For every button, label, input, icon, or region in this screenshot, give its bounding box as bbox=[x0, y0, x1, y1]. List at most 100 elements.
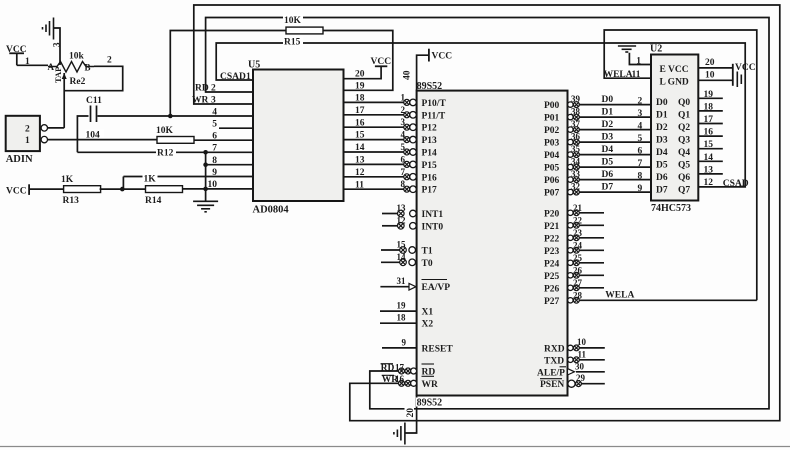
svg-text:16: 16 bbox=[395, 374, 405, 384]
svg-text:33: 33 bbox=[571, 169, 581, 179]
svg-text:R13: R13 bbox=[63, 196, 80, 206]
svg-text:Q1: Q1 bbox=[678, 110, 690, 120]
svg-text:25: 25 bbox=[573, 253, 583, 263]
svg-text:P17: P17 bbox=[422, 186, 438, 196]
svg-text:3: 3 bbox=[52, 42, 62, 47]
svg-text:15: 15 bbox=[704, 140, 714, 150]
svg-text:16: 16 bbox=[355, 118, 365, 128]
svg-text:1: 1 bbox=[246, 72, 251, 82]
svg-text:10K: 10K bbox=[156, 126, 174, 136]
svg-text:D3: D3 bbox=[656, 135, 668, 145]
svg-text:INT1: INT1 bbox=[422, 210, 444, 220]
svg-text:74HC573: 74HC573 bbox=[651, 203, 691, 214]
svg-text:P01: P01 bbox=[544, 114, 560, 124]
svg-text:Q2: Q2 bbox=[678, 123, 690, 133]
svg-text:2: 2 bbox=[211, 84, 216, 94]
svg-text:18: 18 bbox=[355, 94, 365, 104]
svg-text:D2: D2 bbox=[656, 123, 668, 133]
svg-text:2: 2 bbox=[25, 125, 30, 135]
svg-text:VCC: VCC bbox=[735, 63, 756, 73]
svg-text:P22: P22 bbox=[544, 234, 560, 244]
svg-text:ADIN: ADIN bbox=[6, 154, 33, 165]
svg-text:D1: D1 bbox=[602, 108, 614, 118]
svg-text:20: 20 bbox=[355, 70, 365, 80]
svg-text:Q6: Q6 bbox=[678, 173, 690, 183]
svg-text:13: 13 bbox=[704, 165, 714, 175]
svg-text:10: 10 bbox=[577, 337, 587, 347]
svg-text:P27: P27 bbox=[544, 297, 560, 307]
svg-text:INT0: INT0 bbox=[422, 222, 444, 232]
svg-text:D3: D3 bbox=[602, 133, 614, 143]
svg-text:D7: D7 bbox=[602, 183, 614, 193]
svg-text:RXD: RXD bbox=[544, 344, 565, 354]
svg-text:1: 1 bbox=[636, 57, 641, 67]
svg-text:D2: D2 bbox=[602, 120, 614, 130]
svg-text:WELA: WELA bbox=[604, 70, 633, 80]
svg-text:1: 1 bbox=[401, 92, 406, 102]
svg-text:D7: D7 bbox=[656, 186, 668, 196]
svg-text:10: 10 bbox=[705, 71, 715, 81]
svg-text:12: 12 bbox=[397, 215, 407, 225]
svg-text:P12: P12 bbox=[422, 124, 438, 134]
svg-text:26: 26 bbox=[573, 265, 583, 275]
svg-text:P14: P14 bbox=[422, 149, 438, 159]
svg-text:D5: D5 bbox=[602, 158, 614, 168]
svg-text:9: 9 bbox=[212, 168, 217, 178]
svg-text:17: 17 bbox=[704, 115, 714, 125]
svg-text:P24: P24 bbox=[544, 259, 560, 269]
svg-text:L GND: L GND bbox=[660, 78, 689, 88]
svg-text:P13: P13 bbox=[422, 136, 438, 146]
svg-text:21: 21 bbox=[573, 203, 583, 213]
svg-text:28: 28 bbox=[573, 290, 583, 300]
svg-text:5: 5 bbox=[401, 142, 406, 152]
svg-text:VCC: VCC bbox=[6, 187, 27, 197]
svg-text:P16: P16 bbox=[422, 173, 438, 183]
svg-text:19: 19 bbox=[397, 301, 407, 311]
svg-text:TXD: TXD bbox=[544, 356, 564, 366]
svg-text:11: 11 bbox=[578, 349, 587, 359]
svg-text:12: 12 bbox=[704, 178, 714, 188]
svg-text:89S52: 89S52 bbox=[417, 398, 443, 409]
svg-text:P25: P25 bbox=[544, 272, 560, 282]
svg-text:18: 18 bbox=[704, 102, 714, 112]
svg-text:15: 15 bbox=[355, 131, 365, 141]
svg-text:24: 24 bbox=[573, 240, 583, 250]
svg-text:RD: RD bbox=[381, 363, 395, 373]
svg-text:27: 27 bbox=[573, 278, 583, 288]
svg-text:6: 6 bbox=[212, 132, 217, 142]
svg-text:38: 38 bbox=[571, 107, 581, 117]
svg-text:P03: P03 bbox=[544, 139, 560, 149]
svg-text:13: 13 bbox=[355, 156, 365, 166]
svg-text:EA/VP: EA/VP bbox=[422, 283, 451, 293]
svg-text:2: 2 bbox=[638, 97, 643, 107]
svg-text:29: 29 bbox=[576, 373, 586, 383]
svg-text:X2: X2 bbox=[422, 320, 434, 330]
svg-text:34: 34 bbox=[571, 157, 581, 167]
svg-text:D0: D0 bbox=[602, 95, 614, 105]
svg-text:13: 13 bbox=[397, 203, 407, 213]
svg-text:4: 4 bbox=[401, 130, 406, 140]
svg-text:1: 1 bbox=[25, 136, 30, 146]
svg-text:6: 6 bbox=[401, 154, 406, 164]
svg-text:E VCC: E VCC bbox=[660, 65, 689, 75]
svg-text:14: 14 bbox=[397, 252, 407, 262]
svg-text:7: 7 bbox=[401, 167, 406, 177]
svg-text:5: 5 bbox=[638, 134, 643, 144]
svg-text:6: 6 bbox=[638, 147, 643, 157]
svg-text:R14: R14 bbox=[145, 196, 162, 206]
svg-text:P15: P15 bbox=[422, 161, 438, 171]
svg-text:Re2: Re2 bbox=[70, 77, 86, 87]
svg-text:5: 5 bbox=[212, 120, 217, 130]
svg-text:1: 1 bbox=[25, 57, 30, 67]
svg-text:P04: P04 bbox=[544, 151, 560, 161]
svg-text:P07: P07 bbox=[544, 189, 560, 199]
svg-text:TAP: TAP bbox=[53, 67, 63, 83]
svg-text:19: 19 bbox=[704, 90, 714, 100]
svg-text:CSAD: CSAD bbox=[723, 179, 749, 189]
svg-text:WELA: WELA bbox=[605, 290, 634, 300]
svg-text:D5: D5 bbox=[656, 160, 668, 170]
svg-text:35: 35 bbox=[571, 144, 581, 154]
svg-text:17: 17 bbox=[355, 106, 365, 116]
svg-text:89S52: 89S52 bbox=[417, 81, 443, 92]
svg-text:2: 2 bbox=[401, 105, 406, 115]
